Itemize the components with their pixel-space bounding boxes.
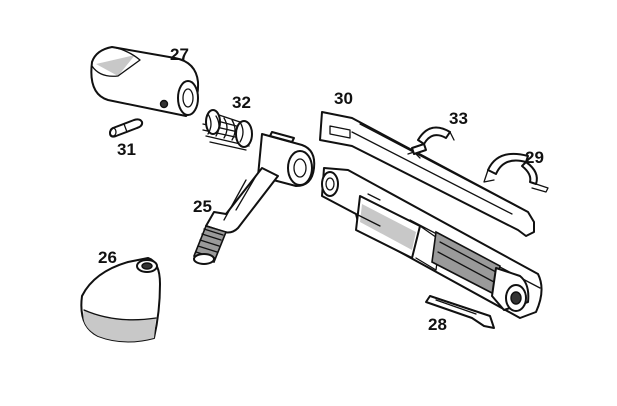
part-27-sleeve [90,46,200,117]
part-label-33: 33 [449,109,468,128]
part-29-clip [483,152,549,193]
main-frame-assembly [321,167,543,319]
part-28-strip [425,295,495,329]
part-label-30: 30 [334,89,353,108]
part-31-pin [109,118,144,138]
part-25-connector [192,131,316,265]
part-26-nose-cone [80,257,161,343]
part-32-spring [202,109,253,151]
part-label-29: 29 [525,148,544,167]
part-label-32: 32 [232,93,251,112]
part-label-27: 27 [170,45,189,64]
part-30-flat-bar [319,111,535,237]
part-33-clip [411,126,455,155]
part-label-28: 28 [428,315,447,334]
part-label-26: 26 [98,248,117,267]
part-label-31: 31 [117,140,136,159]
part-label-25: 25 [193,197,212,216]
